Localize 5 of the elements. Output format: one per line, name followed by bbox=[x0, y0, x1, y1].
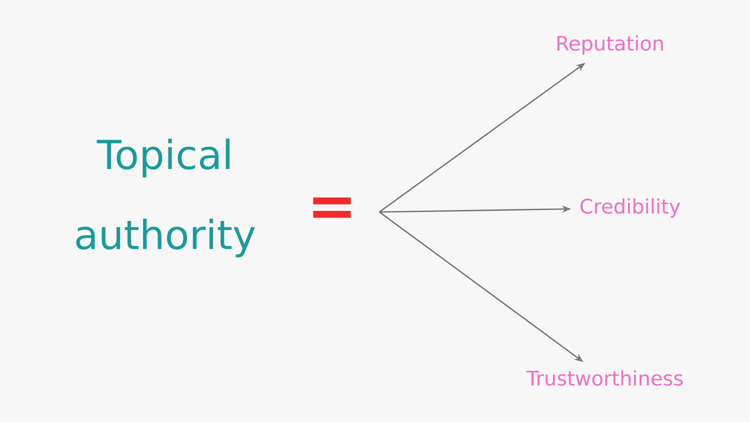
outcome-label: Reputation bbox=[557, 35, 663, 55]
outcome-label: Trustworthiness bbox=[526, 370, 683, 386]
equals-sign: = bbox=[313, 198, 351, 218]
title-text: Topical authority bbox=[76, 138, 255, 258]
outcome-label: Credibility bbox=[580, 198, 680, 218]
